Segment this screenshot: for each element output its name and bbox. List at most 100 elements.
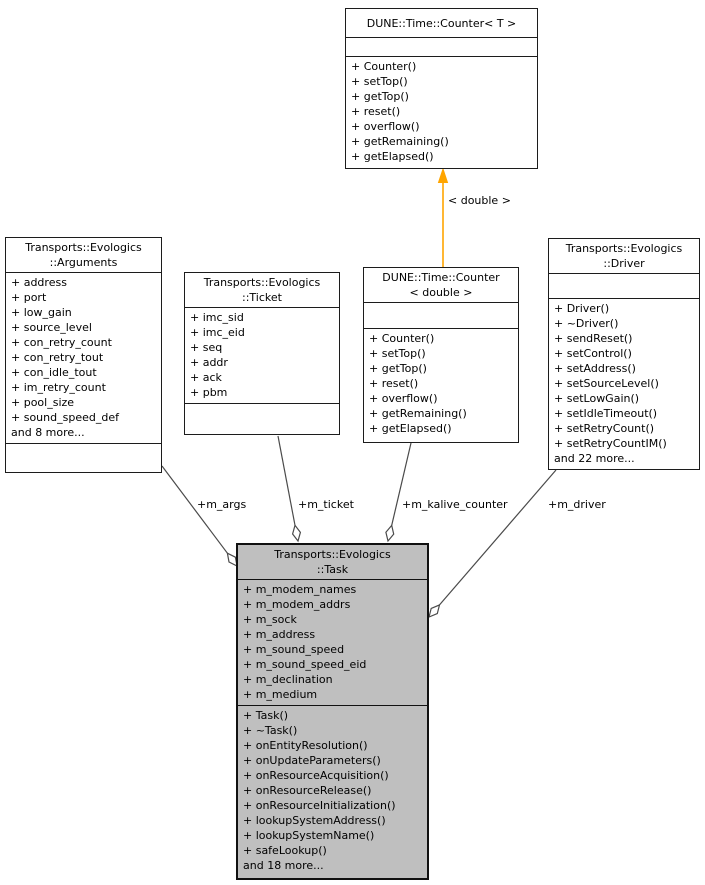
method-line: + setTop() xyxy=(369,347,426,360)
attribute-line: + pool_size xyxy=(11,396,75,409)
attribute-line: + pbm xyxy=(190,386,228,399)
attribute-line: and 8 more... xyxy=(11,426,85,439)
attribute-line: + con_idle_tout xyxy=(11,366,97,379)
attributes-compartment: + m_modem_names + m_modem_addrs + m_sock + … xyxy=(238,579,427,705)
edge-label-m-args: +m_args xyxy=(197,498,247,511)
methods-compartment: + Counter() + setTop() + getTop() + reset()… xyxy=(346,56,537,168)
method-line: + sendReset() xyxy=(554,332,633,345)
template-arrow xyxy=(437,167,449,268)
attribute-line: + m_sock xyxy=(243,613,297,626)
edge-m-ticket xyxy=(277,435,302,543)
attribute-line: + source_level xyxy=(11,321,92,334)
method-line: + setTop() xyxy=(351,75,408,88)
method-line: + overflow() xyxy=(369,392,438,405)
aggregation-diamond xyxy=(226,552,238,568)
attribute-line: + m_medium xyxy=(243,688,318,701)
attributes-compartment: + address+ port+ low_gain+ source_level+… xyxy=(6,272,161,443)
title-line: ::Task xyxy=(316,563,349,576)
attribute-line: + im_retry_count xyxy=(11,381,106,394)
method-line: + setRetryCount() xyxy=(554,422,655,435)
method-line: + getTop() xyxy=(369,362,427,375)
class-title: Transports::Evologics::Driver xyxy=(549,239,699,273)
method-line: + onEntityResolution() xyxy=(243,739,368,752)
attribute-line: + port xyxy=(11,291,47,304)
attribute-line: + m_address xyxy=(243,628,316,641)
attribute-line: + m_declination xyxy=(243,673,333,686)
method-line: + onResourceInitialization() xyxy=(243,799,396,812)
aggregation-diamond xyxy=(385,524,395,543)
method-line: + safeLookup() xyxy=(243,844,327,857)
edge-m-kalive-counter xyxy=(385,442,412,543)
aggregation-diamond xyxy=(428,603,441,619)
attributes-compartment xyxy=(346,37,537,56)
edge-m-args xyxy=(161,465,238,568)
method-line: + getRemaining() xyxy=(369,407,467,420)
method-line: + getElapsed() xyxy=(369,422,452,435)
attribute-line: + sound_speed_def xyxy=(11,411,119,424)
aggregation-diamond xyxy=(291,523,302,543)
attribute-line: + con_retry_count xyxy=(11,336,112,349)
class-box-arguments[interactable]: Transports::Evologics::Arguments + addre… xyxy=(5,237,162,473)
title-line: Transports::Evologics xyxy=(274,548,391,561)
attribute-line: + seq xyxy=(190,341,223,354)
method-line: + lookupSystemAddress() xyxy=(243,814,386,827)
method-line: + setLowGain() xyxy=(554,392,640,405)
method-line: + setSourceLevel() xyxy=(554,377,659,390)
method-line: and 22 more... xyxy=(554,452,635,465)
method-line: + Task() xyxy=(243,709,289,722)
method-line: + getRemaining() xyxy=(351,135,449,148)
attributes-compartment xyxy=(364,302,518,328)
methods-compartment xyxy=(185,403,339,434)
method-line: + getTop() xyxy=(351,90,409,103)
method-line: + reset() xyxy=(351,105,401,118)
title-line: ::Driver xyxy=(603,257,645,270)
attribute-line: + con_retry_tout xyxy=(11,351,104,364)
attribute-line: + m_sound_speed_eid xyxy=(243,658,367,671)
class-box-ticket[interactable]: Transports::Evologics::Ticket + imc_sid+… xyxy=(184,272,340,435)
method-line: + onUpdateParameters() xyxy=(243,754,381,767)
title-line: ::Arguments xyxy=(49,256,118,269)
attribute-line: + m_sound_speed xyxy=(243,643,345,656)
class-title: DUNE::Time::Counter< T > xyxy=(346,9,537,37)
methods-compartment: + Driver()+ ~Driver()+ sendReset()+ setC… xyxy=(549,298,699,469)
method-line: + ~Task() xyxy=(243,724,298,737)
class-box-counter-double[interactable]: DUNE::Time::Counter< double > + Counter(… xyxy=(363,267,519,443)
class-box-driver[interactable]: Transports::Evologics::Driver + Driver()… xyxy=(548,238,700,470)
method-line: + overflow() xyxy=(351,120,420,133)
attribute-line: + imc_eid xyxy=(190,326,245,339)
edge-label-m-driver: +m_driver xyxy=(548,498,606,511)
class-title: Transports::Evologics::Ticket xyxy=(185,273,339,307)
edge-m-driver xyxy=(428,469,557,619)
method-line: + setRetryCountIM() xyxy=(554,437,667,450)
title-line: < double > xyxy=(409,286,473,299)
methods-compartment: + Counter() + setTop() + getTop() + reset()… xyxy=(364,328,518,442)
attribute-line: + m_modem_addrs xyxy=(243,598,351,611)
method-line: + reset() xyxy=(369,377,419,390)
method-line: + setControl() xyxy=(554,347,632,360)
methods-compartment xyxy=(6,443,161,472)
title-line: Transports::Evologics xyxy=(25,241,142,254)
title-line: ::Ticket xyxy=(242,291,282,304)
title-line: Transports::Evologics xyxy=(565,242,683,255)
class-box-counter-template[interactable]: DUNE::Time::Counter< T > + Counter()+ se… xyxy=(345,8,538,169)
class-title: Transports::Evologics::Arguments xyxy=(6,238,161,272)
attribute-line: + ack xyxy=(190,371,222,384)
title-line: DUNE::Time::Counter< T > xyxy=(366,17,517,30)
class-box-task[interactable]: Transports::Evologics::Task + m_modem_na… xyxy=(236,543,429,880)
attribute-line: + imc_sid xyxy=(190,311,244,324)
method-line: and 18 more... xyxy=(243,859,324,872)
method-line: + ~Driver() xyxy=(554,317,619,330)
edge-label-m-kalive-counter: +m_kalive_counter xyxy=(402,498,508,511)
title-line: Transports::Evologics xyxy=(203,276,321,289)
class-title: Transports::Evologics::Task xyxy=(238,545,427,579)
attributes-compartment: + imc_sid+ imc_eid+ seq+ addr+ ack+ pbm xyxy=(185,307,339,403)
method-line: + getElapsed() xyxy=(351,150,434,163)
method-line: + Counter() xyxy=(351,60,417,73)
method-line: + Counter() xyxy=(369,332,435,345)
attribute-line: + m_modem_names xyxy=(243,583,357,596)
edge-label-template-instantiation: < double > xyxy=(448,194,511,207)
method-line: + onResourceAcquisition() xyxy=(243,769,389,782)
methods-compartment: + Task() + ~Task() + onEntityResolution() +… xyxy=(238,705,427,878)
